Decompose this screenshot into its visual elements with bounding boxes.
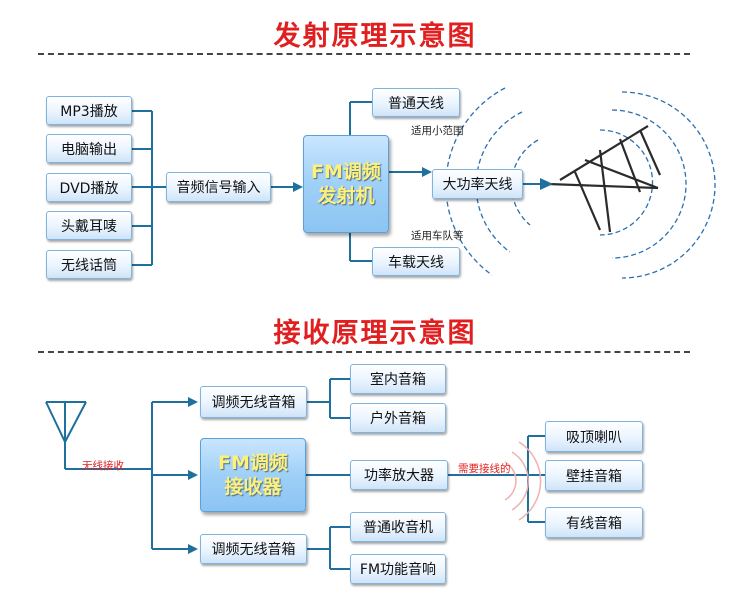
transmit-title: 发射原理示意图 — [273, 21, 477, 52]
fm-speaker-bottom: 调频无线音箱 — [200, 534, 307, 564]
wireless-receive-label: 无线接收 — [82, 460, 124, 472]
fm-receiver-line1: FM调频 — [218, 452, 288, 474]
source-dvd: DVD播放 — [46, 173, 132, 202]
antenna-normal-note: 适用小范围 — [411, 125, 464, 137]
antenna-normal: 普通天线 — [372, 88, 460, 117]
output-fm-audio: FM功能音响 — [350, 554, 446, 584]
antenna-vehicle: 车载天线 — [372, 247, 460, 276]
fm-receiver-box: FM调频 接收器 — [200, 438, 306, 512]
antenna-vehicle-note: 适用车队等 — [411, 230, 464, 242]
source-wireless-mic: 无线话筒 — [46, 250, 132, 279]
transmit-divider — [38, 53, 690, 55]
receive-divider — [38, 351, 690, 353]
yagi-antenna-icon — [547, 125, 662, 233]
receiving-antenna-icon — [45, 401, 87, 443]
source-computer: 电脑输出 — [46, 134, 132, 163]
output-wall-speaker: 壁挂音箱 — [545, 460, 643, 491]
power-amplifier-box: 功率放大器 — [350, 460, 448, 490]
output-outdoor-speaker: 户外音箱 — [350, 403, 446, 433]
fm-transmitter-line1: FM调频 — [311, 161, 381, 183]
receive-title: 接收原理示意图 — [273, 318, 477, 349]
fm-transmitter-line2: 发射机 — [317, 185, 375, 207]
output-ceiling-speaker: 吸顶喇叭 — [545, 421, 643, 452]
fm-speaker-top: 调频无线音箱 — [200, 386, 307, 418]
audio-input-box: 音频信号输入 — [166, 172, 271, 202]
fm-transmitter-box: FM调频 发射机 — [303, 135, 389, 233]
output-wired-speaker: 有线音箱 — [545, 507, 643, 538]
output-indoor-speaker: 室内音箱 — [350, 364, 446, 394]
wired-note: 需要接线的 — [458, 463, 511, 475]
source-headset-mic: 头戴耳唛 — [46, 211, 132, 240]
signal-waves-icon — [504, 441, 542, 521]
feed-arrow-icon — [540, 178, 553, 190]
source-mp3: MP3播放 — [46, 96, 132, 125]
output-radio: 普通收音机 — [350, 512, 446, 542]
antenna-high-power: 大功率天线 — [432, 169, 523, 199]
fm-receiver-line2: 接收器 — [224, 476, 282, 498]
